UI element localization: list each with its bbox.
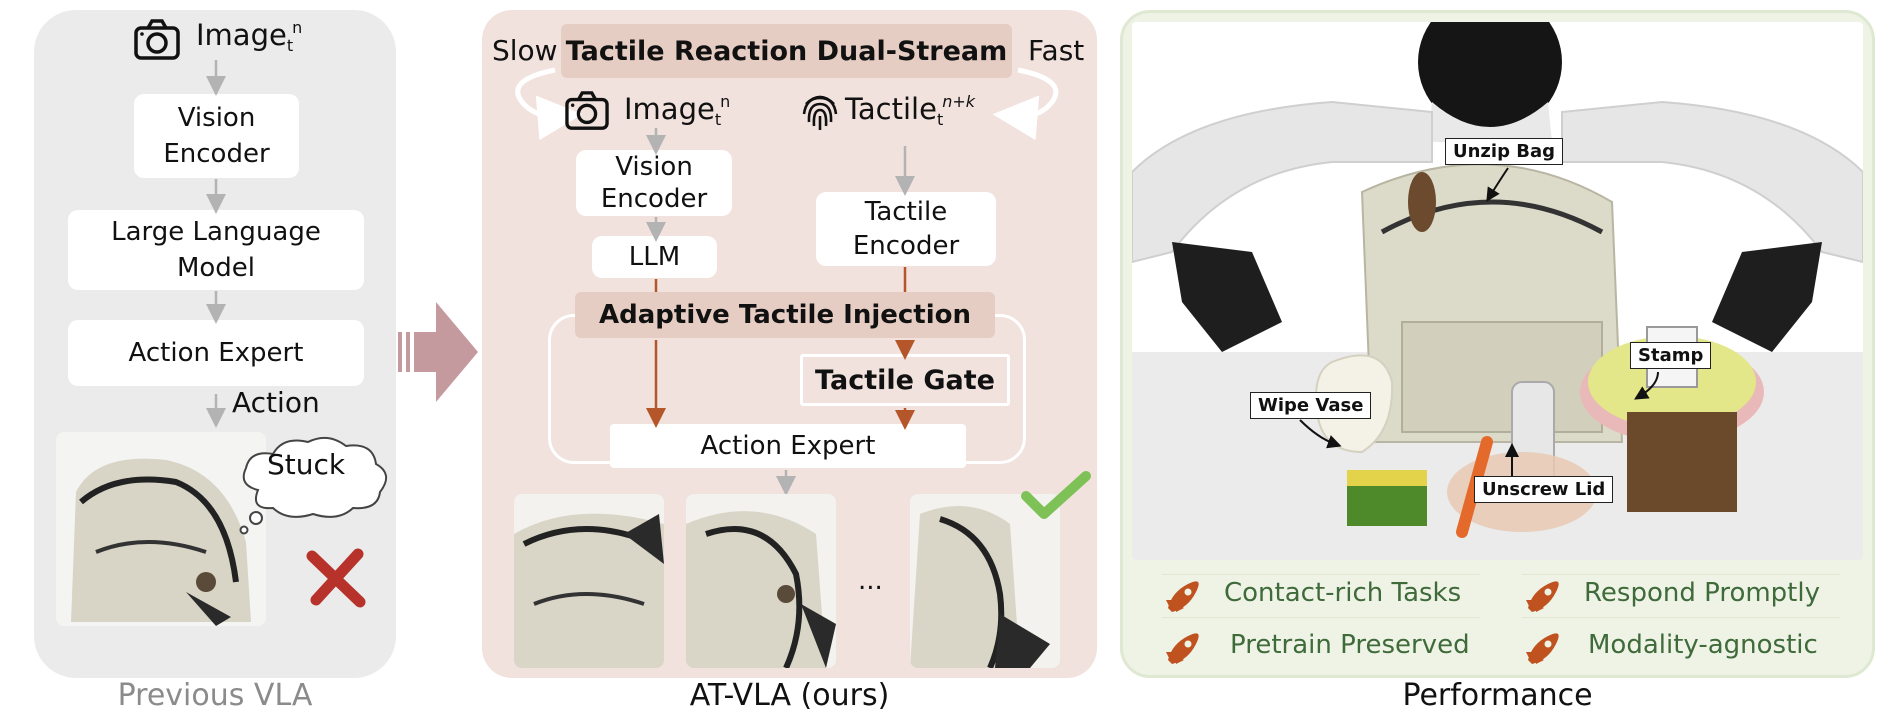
feature-pretrain-preserved: Pretrain Preserved xyxy=(1230,630,1470,660)
task-label-stamp: Stamp xyxy=(1630,342,1712,369)
atvla-photo-1 xyxy=(514,494,664,668)
stuck-thought-cloud xyxy=(228,430,398,535)
previous-llm: Large Language Model xyxy=(68,210,364,290)
task-label-unscrew-lid: Unscrew Lid xyxy=(1474,476,1614,503)
dual-stream-header: Tactile Reaction Dual-Stream xyxy=(561,24,1012,78)
atvla-photo-2 xyxy=(686,494,836,668)
atvla-photo-3 xyxy=(910,494,1060,668)
rocket-icon xyxy=(1162,630,1202,666)
rocket-icon xyxy=(1162,578,1202,614)
task-label-wipe-vase: Wipe Vase xyxy=(1250,392,1372,419)
feature-contact-rich: Contact-rich Tasks xyxy=(1224,578,1462,608)
previous-caption: Previous VLA xyxy=(117,678,313,713)
stuck-backpack-photo xyxy=(56,432,266,626)
previous-action-expert: Action Expert xyxy=(68,320,364,386)
big-transition-arrow xyxy=(396,300,480,404)
fast-label: Fast xyxy=(1028,34,1085,67)
atvla-llm: LLM xyxy=(592,236,717,278)
performance-caption: Performance xyxy=(1402,678,1593,713)
camera-icon xyxy=(133,18,181,62)
atvla-vision-encoder: Vision Encoder xyxy=(576,150,732,216)
slow-label: Slow xyxy=(492,34,558,67)
previous-action-label: Action xyxy=(232,386,320,419)
atvla-tactile-encoder: Tactile Encoder xyxy=(816,192,996,266)
ellipsis: ... xyxy=(858,566,883,596)
stuck-label: Stuck xyxy=(267,448,346,481)
adaptive-tactile-injection: Adaptive Tactile Injection xyxy=(575,292,995,338)
failure-cross-icon xyxy=(306,548,366,608)
feature-modality-agnostic: Modality-agnostic xyxy=(1588,630,1818,660)
robot-scene-photo xyxy=(1132,22,1863,560)
task-label-unzip-bag: Unzip Bag xyxy=(1445,138,1563,165)
tactile-gate: Tactile Gate xyxy=(800,354,1010,406)
feature-item xyxy=(1522,574,1840,618)
rocket-icon xyxy=(1522,578,1562,614)
success-check-icon xyxy=(1021,470,1091,520)
atvla-action-expert: Action Expert xyxy=(610,424,966,468)
feature-list: Contact-rich Tasks Respond Promptly Pret… xyxy=(1132,564,1863,672)
camera-icon xyxy=(563,90,611,132)
previous-image-label: Imagetn xyxy=(196,18,303,55)
fingerprint-icon xyxy=(798,88,842,132)
atvla-caption: AT-VLA (ours) xyxy=(689,678,890,713)
previous-vision-encoder: Vision Encoder xyxy=(134,94,299,178)
atvla-image-label: Imagetn xyxy=(624,92,731,129)
feature-respond-promptly: Respond Promptly xyxy=(1584,578,1820,608)
rocket-icon xyxy=(1522,630,1562,666)
feature-item xyxy=(1162,574,1480,618)
atvla-tactile-label: Tactiletn+k xyxy=(845,92,976,129)
